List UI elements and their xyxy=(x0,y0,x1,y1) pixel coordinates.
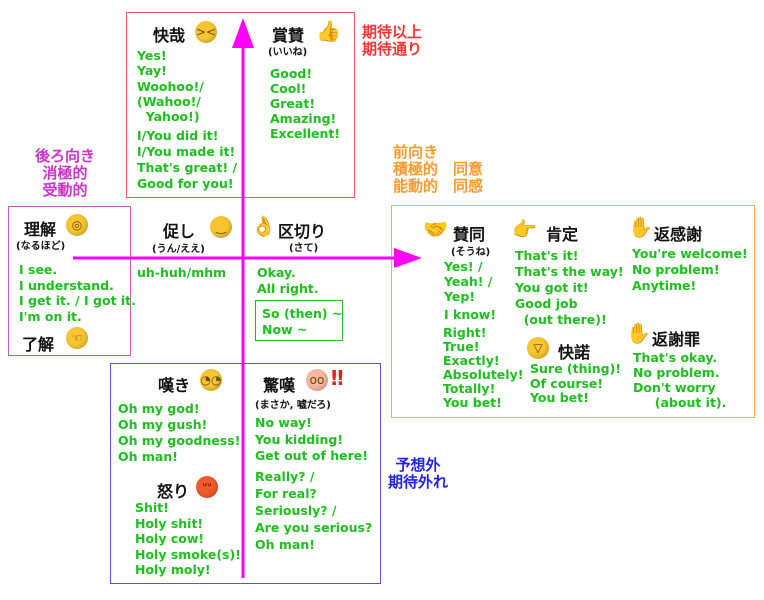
surprise-title: 驚嘆 xyxy=(263,376,296,395)
label-forward: 前向き 積極的 能動的 xyxy=(393,143,439,195)
agree-box xyxy=(391,205,755,418)
transition-boxed xyxy=(255,300,343,341)
approval-lines: Yes! / Yeah! / Yep! xyxy=(444,259,493,304)
anger-lines: Shit! Holy shit! Holy cow! Holy smoke(s)… xyxy=(135,500,241,577)
approval-lines-2: I know! xyxy=(444,307,497,322)
reply-apology-lines: That's okay. No problem. Don't worry (ab… xyxy=(633,350,727,410)
unexpected-box xyxy=(110,363,381,584)
lament-lines: Oh my god! Oh my gush! Oh my goodness! O… xyxy=(118,401,241,464)
joy-lines: Yes! Yay! xyxy=(137,48,167,78)
approval-lines-3: Right! True! Exactly! Absolutely! Totall… xyxy=(443,325,524,410)
pointing-hand-icon: 👉 xyxy=(512,217,537,241)
label-agree: 同意 同感 xyxy=(453,160,484,195)
consent-lines: Sure (thing)! Of course! You bet! xyxy=(530,361,622,405)
double-exclamation-icon: ‼ xyxy=(331,366,344,390)
label-backward: 後ろ向き 消極的 受動的 xyxy=(35,147,96,199)
approval-title: 賛同 xyxy=(453,225,486,244)
transition-boxed-lines: So (then) ~ Now ~ xyxy=(262,306,343,337)
surprise-lines: No way! You kidding! Get out of here! xyxy=(255,415,368,463)
prompt-sub: (うん/ええ) xyxy=(152,244,205,255)
horizontal-arrowhead xyxy=(394,248,422,268)
raised-hand-icon: ✋ xyxy=(626,321,651,345)
understand-box xyxy=(8,206,131,356)
affirm-lines: That's it! That's the way! You got it! G… xyxy=(515,248,624,327)
prompt-title: 促し xyxy=(163,222,196,241)
joy-lines-3: I/You did it! I/You made it! That's grea… xyxy=(137,128,238,191)
raised-hand-icon: ✋ xyxy=(628,215,653,239)
surprise-sub: (まさか, 嘘だろ) xyxy=(255,400,331,411)
label-above-expected: 期待以上 期待通り xyxy=(362,23,423,58)
transition-sub: (さて) xyxy=(289,243,319,254)
praise-lines: Good! Cool! Great! Amazing! Excellent! xyxy=(270,66,341,141)
grinning-face-icon: ▽ xyxy=(527,337,549,359)
angry-face-icon: ᐡᐡ xyxy=(196,476,218,498)
praise-sub: (いいね) xyxy=(268,47,308,58)
vertical-arrowhead xyxy=(232,18,254,48)
pleading-face-icon: ◔◔ xyxy=(200,369,222,391)
expected-box xyxy=(126,12,355,198)
surprise-lines-2: Really? / For real? Seriously? / Are you… xyxy=(255,469,373,552)
transition-lines: Okay. All right. xyxy=(257,265,319,296)
ok-hand-icon: 👌 xyxy=(251,214,276,238)
praise-title: 賞賛 xyxy=(272,26,305,45)
understand-title: 理解 xyxy=(24,220,57,239)
affirm-title: 肯定 xyxy=(546,225,579,244)
grinning-squint-face-icon: >< xyxy=(195,21,217,43)
transition-title: 区切り xyxy=(278,222,327,241)
prompt-lines: uh-huh/mhm xyxy=(137,265,227,280)
joy-lines-2: Woohoo!/ (Wahoo!/ Yahoo!) xyxy=(137,79,204,124)
understand-lines: I see. I understand. I get it. / I got i… xyxy=(19,262,136,324)
slightly-smiling-face-icon: ‿ xyxy=(210,216,232,238)
handshake-icon: 🤝 xyxy=(423,217,448,241)
label-unexpected: 予想外 期待外れ xyxy=(388,456,449,491)
flushed-face-icon: oo xyxy=(306,369,328,391)
reply-thanks-lines: You're welcome! No problem! Anytime! xyxy=(632,246,748,293)
reply-apology-title: 返謝罪 xyxy=(652,330,701,349)
joy-title: 快哉 xyxy=(153,26,186,45)
consent-title: 快諾 xyxy=(558,343,591,362)
understand-sub: (なるほど) xyxy=(16,241,66,252)
lament-title: 嘆き xyxy=(158,376,191,395)
approval-sub: (そうね) xyxy=(451,247,491,258)
anger-title: 怒り xyxy=(157,482,190,501)
reply-thanks-title: 返感謝 xyxy=(654,225,703,244)
acknowledge-title: 了解 xyxy=(22,335,55,354)
monocle-face-icon: ◎ xyxy=(66,214,88,236)
saluting-face-icon: ☜ xyxy=(66,327,88,349)
thumbs-up-icon: 👍 xyxy=(316,19,341,43)
